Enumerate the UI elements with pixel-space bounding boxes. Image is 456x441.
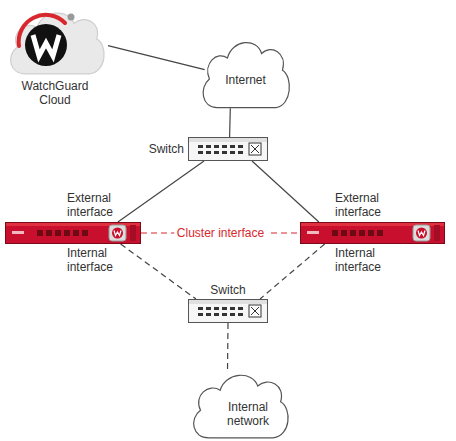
switch-port	[222, 145, 227, 148]
firebox-badge	[307, 231, 319, 234]
interface-label: External interface	[67, 191, 137, 219]
firebox-body	[301, 223, 445, 244]
switch-icon	[249, 305, 261, 317]
switch-port	[214, 145, 219, 148]
firebox-shape	[5, 222, 141, 244]
firebox-port	[332, 230, 338, 236]
switchbox-shape	[188, 137, 268, 161]
firebox-port	[73, 230, 79, 236]
switch-port	[206, 307, 211, 310]
switch-body	[189, 138, 268, 161]
switch-port	[230, 145, 235, 148]
firebox-port	[46, 230, 52, 236]
switch-port	[198, 307, 203, 310]
logo-dot	[68, 14, 75, 21]
firebox-device: External interfaceInternal interface	[5, 222, 141, 244]
service-name: WatchGuard Cloud	[10, 79, 100, 107]
firebox-logo	[112, 228, 123, 239]
firebox-body	[6, 223, 141, 244]
firebox-logo-plate	[413, 225, 430, 241]
switch-body	[189, 300, 268, 323]
switch-top	[189, 138, 267, 142]
switch-port	[238, 151, 243, 154]
network-link	[229, 108, 231, 137]
firebox-logo-w	[114, 231, 121, 236]
switch-icon-x	[251, 307, 259, 315]
switch-label: Switch	[140, 142, 184, 156]
network-switch: Switch	[188, 137, 268, 161]
switch-port	[198, 145, 203, 148]
firebox-shape	[300, 222, 445, 244]
firebox-logo-plate	[109, 225, 126, 241]
internet-cloud: Internet	[198, 35, 293, 112]
firebox-port	[55, 230, 61, 236]
switch-port	[214, 307, 219, 310]
switch-port	[198, 313, 203, 316]
dashed-link	[260, 244, 325, 299]
switch-top	[189, 300, 267, 304]
dashed-link	[121, 244, 196, 299]
logo-w	[33, 35, 59, 56]
switch-port	[230, 151, 235, 154]
firebox-end	[434, 225, 440, 241]
switch-port	[230, 313, 235, 316]
switch-port	[222, 151, 227, 154]
firebox-port	[359, 230, 365, 236]
firebox-port	[350, 230, 356, 236]
edge-label: Cluster interface	[174, 226, 267, 240]
network-link	[118, 161, 204, 222]
firebox-port	[64, 230, 70, 236]
switch-port	[206, 151, 211, 154]
firebox-port	[377, 230, 383, 236]
cloud-outline	[194, 375, 288, 438]
cloud-label: Internet	[198, 73, 293, 87]
firebox-port	[82, 230, 88, 236]
switch-port	[238, 145, 243, 148]
network-link	[252, 161, 319, 222]
internal-network-cloud: Internal network	[188, 368, 292, 441]
interface-label: Internal interface	[335, 246, 405, 274]
firebox-port	[37, 230, 43, 236]
switch-port	[230, 307, 235, 310]
firebox-logo-w	[418, 231, 425, 236]
switch-port	[222, 307, 227, 310]
switch-port	[214, 313, 219, 316]
switch-port	[222, 313, 227, 316]
switch-port	[214, 151, 219, 154]
switch-label: Switch	[200, 283, 256, 297]
network-link	[108, 46, 205, 70]
interface-label: External interface	[335, 191, 405, 219]
cloud-label: Internal network	[213, 400, 283, 428]
firebox-logo	[416, 228, 427, 239]
network-switch: Switch	[188, 299, 268, 323]
firebox-port	[368, 230, 374, 236]
switch-port	[238, 307, 243, 310]
cloud-service: WatchGuard Cloud	[5, 6, 108, 78]
switch-port	[206, 313, 211, 316]
logo-circle	[25, 24, 67, 66]
switch-icon-x	[251, 145, 259, 153]
switch-port	[238, 313, 243, 316]
firebox-device: External interfaceInternal interface	[300, 222, 445, 244]
dashed-link	[227, 323, 229, 370]
firebox-badge	[12, 231, 24, 234]
switch-port	[198, 151, 203, 154]
interface-label: Internal interface	[67, 246, 137, 274]
switch-port	[206, 145, 211, 148]
cloud-outline	[11, 13, 105, 74]
wgcloud-shape	[5, 6, 108, 78]
firebox-port	[341, 230, 347, 236]
switch-icon	[249, 143, 261, 155]
firebox-end	[130, 225, 136, 241]
switchbox-shape	[188, 299, 268, 323]
